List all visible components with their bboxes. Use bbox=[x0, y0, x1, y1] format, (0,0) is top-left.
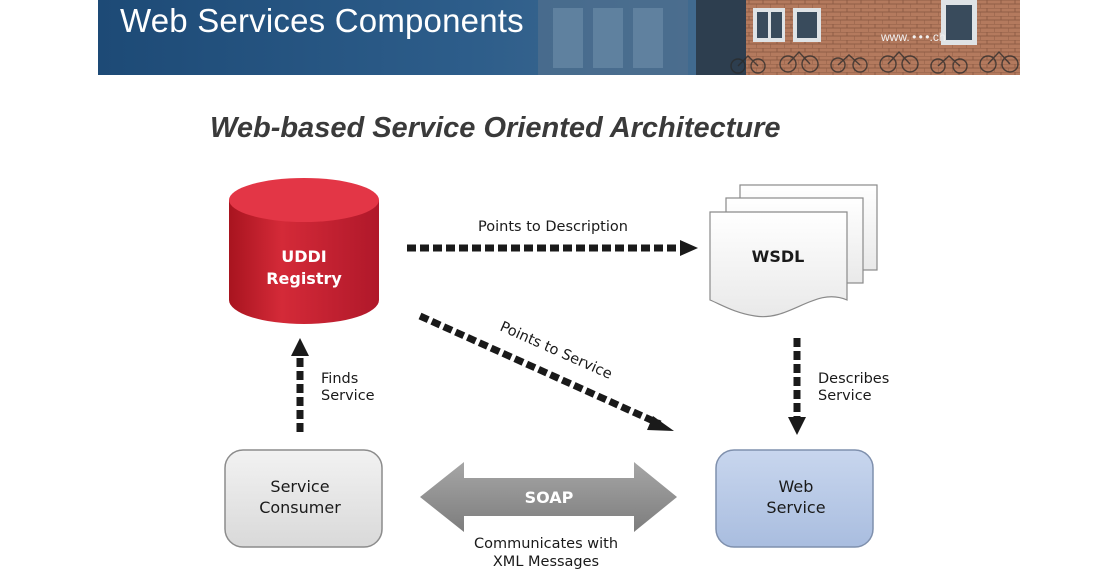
diagram-subtitle: Web-based Service Oriented Architecture bbox=[210, 112, 781, 144]
describes-service-label-1: Describes bbox=[818, 371, 889, 387]
consumer-label-1: Service bbox=[270, 477, 329, 496]
communicates-label-2: XML Messages bbox=[493, 554, 599, 570]
banner-url-end: .ch bbox=[929, 30, 946, 44]
finds-service-arrow bbox=[291, 338, 309, 432]
points-to-description-arrow bbox=[407, 240, 698, 256]
web-service-node: Web Service bbox=[715, 449, 874, 548]
arrow-head bbox=[680, 240, 698, 256]
describes-service-arrow bbox=[788, 338, 806, 435]
soap-double-arrow-shape bbox=[420, 462, 677, 532]
arrow-line bbox=[418, 312, 662, 428]
web-service-box bbox=[715, 449, 874, 548]
arrow-head bbox=[647, 416, 674, 431]
banner-url: www. • • •.ch bbox=[881, 30, 946, 44]
service-consumer-node: Service Consumer bbox=[224, 449, 383, 548]
banner-url-start: www. bbox=[881, 30, 910, 44]
points-to-service-arrow bbox=[418, 312, 674, 431]
soap-arrow: SOAP bbox=[420, 462, 677, 532]
uddi-label-2: Registry bbox=[266, 269, 342, 288]
header-banner: Web Services Components www. • • •.ch bbox=[98, 0, 1020, 75]
wsdl-label: WSDL bbox=[752, 247, 805, 266]
header-photo bbox=[98, 0, 1020, 75]
wsdl-page-front bbox=[709, 211, 848, 318]
points-to-service-label: Points to Service bbox=[497, 319, 614, 383]
soap-label: SOAP bbox=[525, 488, 574, 507]
banner-url-mid: • • • bbox=[909, 30, 930, 44]
web-service-label-2: Service bbox=[766, 498, 825, 517]
wsdl-node: WSDL bbox=[709, 184, 878, 318]
arrow-head bbox=[788, 417, 806, 435]
finds-service-label-2: Service bbox=[321, 388, 375, 404]
describes-service-label-2: Service bbox=[818, 388, 872, 404]
points-to-description-label: Points to Description bbox=[478, 219, 628, 235]
communicates-label-1: Communicates with bbox=[474, 536, 618, 552]
finds-service-label-1: Finds bbox=[321, 371, 358, 387]
cylinder-body bbox=[229, 200, 379, 324]
arrow-head bbox=[291, 338, 309, 356]
web-service-label-1: Web bbox=[779, 477, 814, 496]
slide-title: Web Services Components bbox=[120, 2, 524, 39]
consumer-box bbox=[224, 449, 383, 548]
cylinder-top bbox=[229, 178, 379, 222]
uddi-registry-node: UDDI Registry bbox=[229, 178, 379, 324]
consumer-label-2: Consumer bbox=[259, 498, 341, 517]
uddi-label-1: UDDI bbox=[281, 247, 327, 266]
